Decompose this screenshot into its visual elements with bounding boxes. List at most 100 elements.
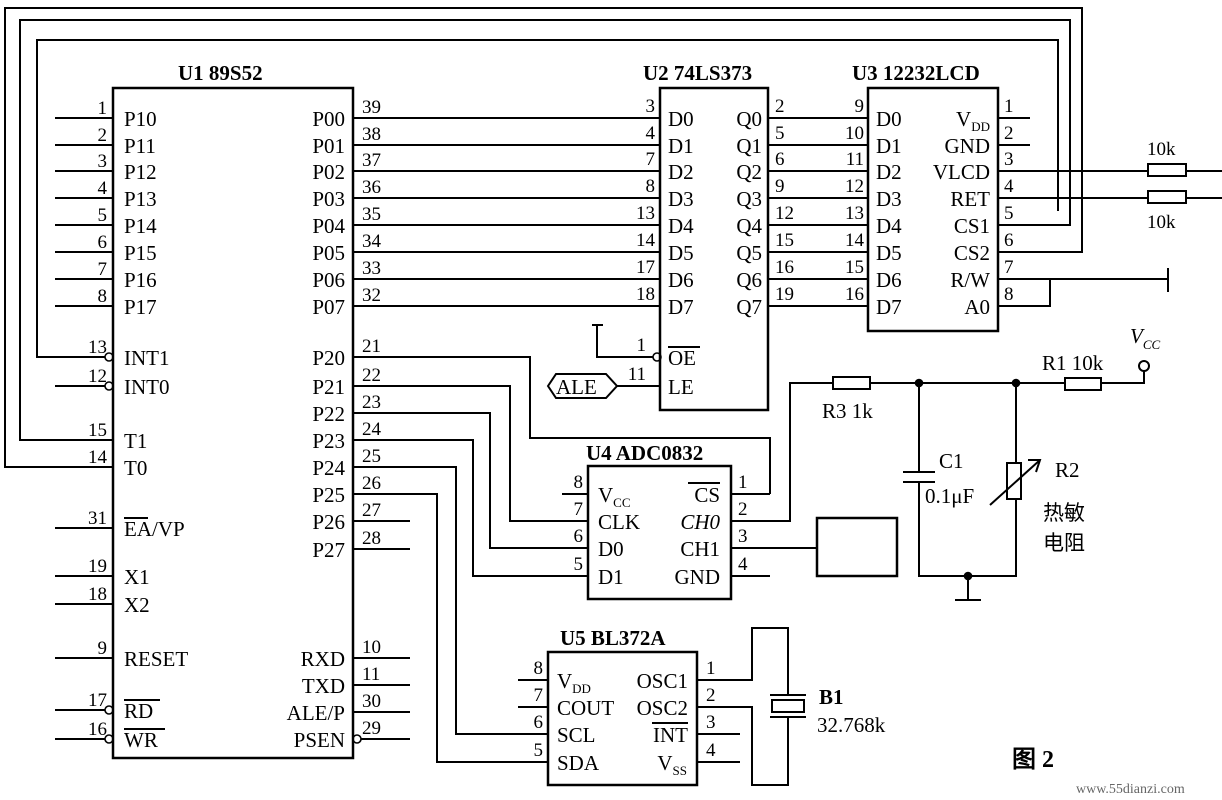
u1-pin-num: 28 — [362, 528, 381, 549]
u1-pin-p21: P21 — [312, 375, 345, 399]
u3-pin-num: 7 — [1004, 257, 1014, 278]
u1-pin-p03: P03 — [312, 187, 345, 211]
u1-pin-num: 24 — [362, 419, 382, 440]
u3-pin-a0: A0 — [964, 295, 990, 319]
u5-pin-num: 3 — [706, 712, 716, 733]
u3-pin-num: 13 — [845, 203, 864, 224]
b1-value: 32.768k — [817, 713, 886, 737]
u1-pin-num: 5 — [98, 205, 108, 226]
u2-pin-d1: D1 — [668, 134, 694, 158]
r2-desc2: 电阻 — [1043, 531, 1085, 555]
r1-resistor — [1064, 377, 1102, 391]
u3-pin-d3: D3 — [876, 187, 902, 211]
r3-label: R3 1k — [822, 399, 873, 423]
u3-pin-gnd: GND — [945, 134, 991, 158]
u1-pin-num: 6 — [98, 232, 108, 253]
osc2-wire — [740, 706, 789, 786]
osc1-wire — [740, 627, 789, 695]
u2-pin-num: 16 — [775, 257, 794, 278]
u2-pin-q1: Q1 — [736, 134, 762, 158]
u1-pin-num: 15 — [88, 420, 107, 441]
u1-pin-num: 9 — [98, 638, 108, 659]
u3-body — [866, 86, 1000, 333]
u2-title: U2 74LS373 — [643, 61, 752, 85]
u3-pin-num: 16 — [845, 284, 864, 305]
u3-pin-d2: D2 — [876, 160, 902, 184]
u3-pin-num: 1 — [1004, 96, 1014, 117]
u3-pin-cs1: CS1 — [954, 214, 990, 238]
u1-pin-p07: P07 — [312, 295, 345, 319]
u2-pin-num: 5 — [775, 123, 785, 144]
u2-pin-d3: D3 — [668, 187, 694, 211]
r1-label: R1 10k — [1042, 351, 1104, 375]
u1-pin-rd: RD — [124, 699, 153, 723]
u2-pin-q4: Q4 — [736, 214, 762, 238]
sensor-box — [815, 516, 899, 578]
r2-arrow — [989, 459, 1041, 506]
u3-pin-num: 11 — [846, 149, 864, 170]
vcc-terminal — [1138, 360, 1150, 372]
u1-pin-p23: P23 — [312, 429, 345, 453]
u1-pin-p11: P11 — [124, 134, 156, 158]
u3-pin-vdd: VDD — [956, 107, 990, 134]
u1-pin-p13: P13 — [124, 187, 157, 211]
u4-pin-gnd: GND — [675, 565, 721, 589]
u2-pin-num: 11 — [628, 364, 646, 385]
u2-pin-q7: Q7 — [736, 295, 762, 319]
cs1-to-t1 — [19, 19, 1071, 441]
u1-pin-wr: WR — [124, 728, 158, 752]
u1-pin-p05: P05 — [312, 241, 345, 265]
r2-desc1: 热敏 — [1043, 501, 1085, 525]
oe-wire — [596, 325, 654, 358]
u1-pin-p06: P06 — [312, 268, 345, 292]
u4-pin-num: 3 — [738, 526, 748, 547]
u1-pin-ea-vp: EA/VP — [124, 517, 185, 541]
u1-title: U1 89S52 — [178, 61, 263, 85]
u1-pin-p10: P10 — [124, 107, 157, 131]
u1-pin-num: 4 — [98, 178, 108, 199]
u1-pin-num: 31 — [88, 508, 107, 529]
u4-pin-cs: CS — [694, 483, 720, 507]
r2-thermistor — [1006, 462, 1022, 500]
u5-pin-num: 2 — [706, 685, 716, 706]
resistor-bottom-label: 10k — [1147, 212, 1176, 233]
u5-pin-vss: VSS — [657, 751, 687, 778]
u3-pin-cs2: CS2 — [954, 241, 990, 265]
u2-pin-num: 18 — [636, 284, 655, 305]
u1-pin-num: 2 — [98, 125, 108, 146]
c1-name: C1 — [939, 449, 964, 473]
u2-pin-num: 19 — [775, 284, 794, 305]
u1-pin-num: 29 — [362, 718, 381, 739]
u2-pin-num: 1 — [637, 335, 647, 356]
u1-pin-num: 35 — [362, 204, 381, 225]
u1-pin-num: 12 — [88, 366, 107, 387]
u2-pin-num: 4 — [646, 123, 656, 144]
u2-pin-num: 15 — [775, 230, 794, 251]
watermark: www.55dianzi.com — [1076, 782, 1185, 797]
u3-pin-d7: D7 — [876, 295, 902, 319]
u3-pin-d1: D1 — [876, 134, 902, 158]
resistor-top — [1147, 163, 1187, 177]
u5-pin-osc1: OSC1 — [637, 669, 688, 693]
u4-pin-num: 2 — [738, 499, 748, 520]
u2-pin-d5: D5 — [668, 241, 694, 265]
u1-pin-num: 3 — [98, 151, 108, 172]
u1-pin-num: 39 — [362, 97, 381, 118]
u1-pin-p27: P27 — [312, 538, 345, 562]
u1-pin-num: 25 — [362, 446, 381, 467]
u5-pin-num: 5 — [534, 740, 544, 761]
u3-pin-num: 14 — [845, 230, 865, 251]
u2-pin-num: 13 — [636, 203, 655, 224]
u5-pin-int: INT — [653, 723, 688, 747]
u1-pin-num: 19 — [88, 556, 107, 577]
resistor-top-label: 10k — [1147, 139, 1176, 160]
u3-pin-num: 8 — [1004, 284, 1014, 305]
u3-pin-d0: D0 — [876, 107, 902, 131]
a0-wire — [1030, 279, 1051, 307]
u5-pin-num: 1 — [706, 658, 716, 679]
u2-pin-q6: Q6 — [736, 268, 762, 292]
u1-pin-num: 16 — [88, 719, 107, 740]
ale-flag — [546, 373, 619, 399]
u1-pin-num: 38 — [362, 124, 381, 145]
